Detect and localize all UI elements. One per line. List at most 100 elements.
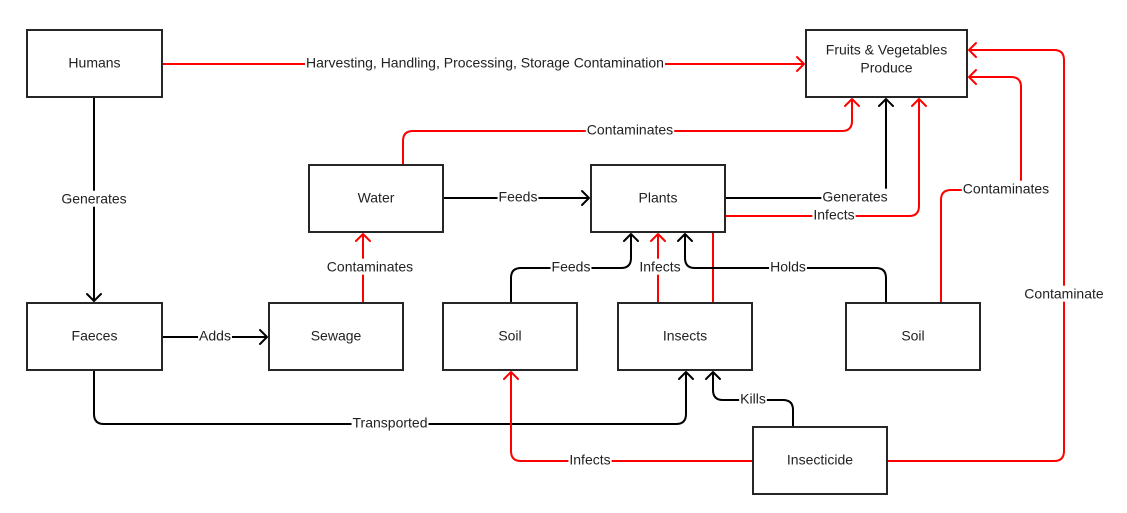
edge-label: Feeds	[552, 259, 591, 275]
edge-water-to-fruits: Contaminates	[402, 98, 860, 165]
arrowhead-icon	[86, 293, 102, 302]
node-label: Humans	[68, 54, 120, 70]
edge-insecticide-to-insects: Kills	[705, 371, 794, 427]
edge-label: Contaminate	[1024, 286, 1104, 302]
edge-label-background	[198, 327, 232, 344]
edge-label-background	[769, 258, 807, 275]
edge-label: Kills	[740, 391, 766, 407]
edge-water-to-plants: Feeds	[443, 188, 590, 206]
arrowhead-icon	[259, 329, 268, 345]
edge-label: Generates	[822, 189, 887, 205]
node-label: Soil	[498, 327, 521, 343]
arrowhead-icon	[968, 69, 977, 85]
edge-insecticide-to-fruits: Contaminate	[887, 42, 1105, 462]
node-label: Plants	[639, 189, 678, 205]
node-box[interactable]	[617, 302, 753, 371]
node-label: Sewage	[311, 327, 362, 343]
node-box[interactable]	[805, 29, 968, 98]
edge-label: Holds	[770, 259, 806, 275]
edge-label-background	[739, 390, 767, 407]
edge-label: Transported	[353, 415, 428, 431]
arrowhead-icon	[623, 233, 639, 242]
edge-label: Infects	[813, 207, 854, 223]
edge-faeces-to-insects: Transported	[93, 370, 694, 431]
edge-line	[510, 372, 753, 462]
edge-line	[725, 99, 887, 199]
edge-label-background	[550, 258, 592, 275]
edge-label-background	[305, 54, 665, 71]
edge-label: Contaminates	[963, 181, 1049, 197]
edge-label-background	[351, 414, 429, 431]
edge-plants-to-fruits: Generates	[725, 98, 894, 205]
edge-label-background	[638, 258, 682, 275]
node-faeces[interactable]: Faeces	[26, 302, 163, 371]
edge-label-background	[961, 180, 1051, 197]
node-label: Water	[358, 189, 395, 205]
node-box[interactable]	[442, 302, 578, 371]
node-label: Soil	[901, 327, 924, 343]
node-label: Insects	[663, 327, 707, 343]
edge-label: Harvesting, Handling, Processing, Storag…	[306, 55, 664, 71]
edges-layer: Harvesting, Handling, Processing, Storag…	[60, 42, 1105, 468]
node-box[interactable]	[590, 164, 726, 233]
arrowhead-icon	[677, 233, 693, 242]
arrowhead-icon	[581, 190, 590, 206]
edge-label: Adds	[199, 328, 231, 344]
edge-sewage-to-water: Contaminates	[325, 233, 415, 303]
node-box[interactable]	[26, 302, 163, 371]
edge-label-background	[585, 121, 675, 138]
node-insecticide[interactable]: Insecticide	[752, 426, 888, 495]
edge-insects-to-plants: Infects	[638, 233, 682, 303]
node-insects[interactable]: Insects	[617, 302, 753, 371]
node-soil2[interactable]: Soil	[845, 302, 981, 371]
node-label: Faeces	[72, 327, 118, 343]
node-box[interactable]	[26, 29, 163, 98]
edge-label: Contaminates	[587, 122, 673, 138]
edge-label-background	[325, 258, 415, 275]
arrowhead-icon	[911, 98, 927, 107]
arrowhead-icon	[355, 233, 371, 242]
edge-label: Contaminates	[327, 259, 413, 275]
edge-label: Feeds	[499, 189, 538, 205]
edge-soil1-to-plants: Feeds	[510, 233, 639, 303]
edge-label-background	[1023, 285, 1105, 302]
node-label: Insecticide	[787, 451, 853, 467]
arrowhead-icon	[796, 56, 805, 72]
edge-label-background	[60, 190, 128, 207]
edge-label-background	[812, 206, 856, 223]
edge-label-background	[497, 188, 539, 205]
node-box[interactable]	[752, 426, 888, 495]
edge-faeces-to-sewage: Adds	[162, 327, 268, 345]
edge-label-background	[821, 188, 889, 205]
edge-label-background	[568, 451, 612, 468]
node-sewage[interactable]: Sewage	[268, 302, 404, 371]
node-plants[interactable]: Plants	[590, 164, 726, 233]
edge-humans-to-fruits: Harvesting, Handling, Processing, Storag…	[162, 54, 805, 72]
node-box[interactable]	[845, 302, 981, 371]
edge-humans-to-faeces: Generates	[60, 97, 128, 302]
edge-soil2-to-plants: Holds	[677, 233, 887, 303]
arrowhead-icon	[878, 98, 894, 107]
arrowhead-icon	[650, 233, 666, 242]
edge-label: Generates	[61, 191, 126, 207]
arrowhead-icon	[503, 371, 519, 380]
node-water[interactable]: Water	[308, 164, 444, 233]
edge-insects-to-fruits: Infects	[712, 98, 927, 303]
node-box[interactable]	[308, 164, 444, 233]
edge-insecticide-to-soil1: Infects	[503, 371, 753, 468]
arrowhead-icon	[705, 371, 721, 380]
edge-line	[887, 49, 1065, 462]
edge-label: Infects	[639, 259, 680, 275]
edge-soil2-to-fruits: Contaminates	[940, 69, 1051, 303]
arrowhead-icon	[968, 42, 977, 58]
node-humans[interactable]: Humans	[26, 29, 163, 98]
edge-label: Infects	[569, 452, 610, 468]
node-soil1[interactable]: Soil	[442, 302, 578, 371]
node-box[interactable]	[268, 302, 404, 371]
arrowhead-icon	[844, 98, 860, 107]
arrowhead-icon	[678, 371, 694, 380]
